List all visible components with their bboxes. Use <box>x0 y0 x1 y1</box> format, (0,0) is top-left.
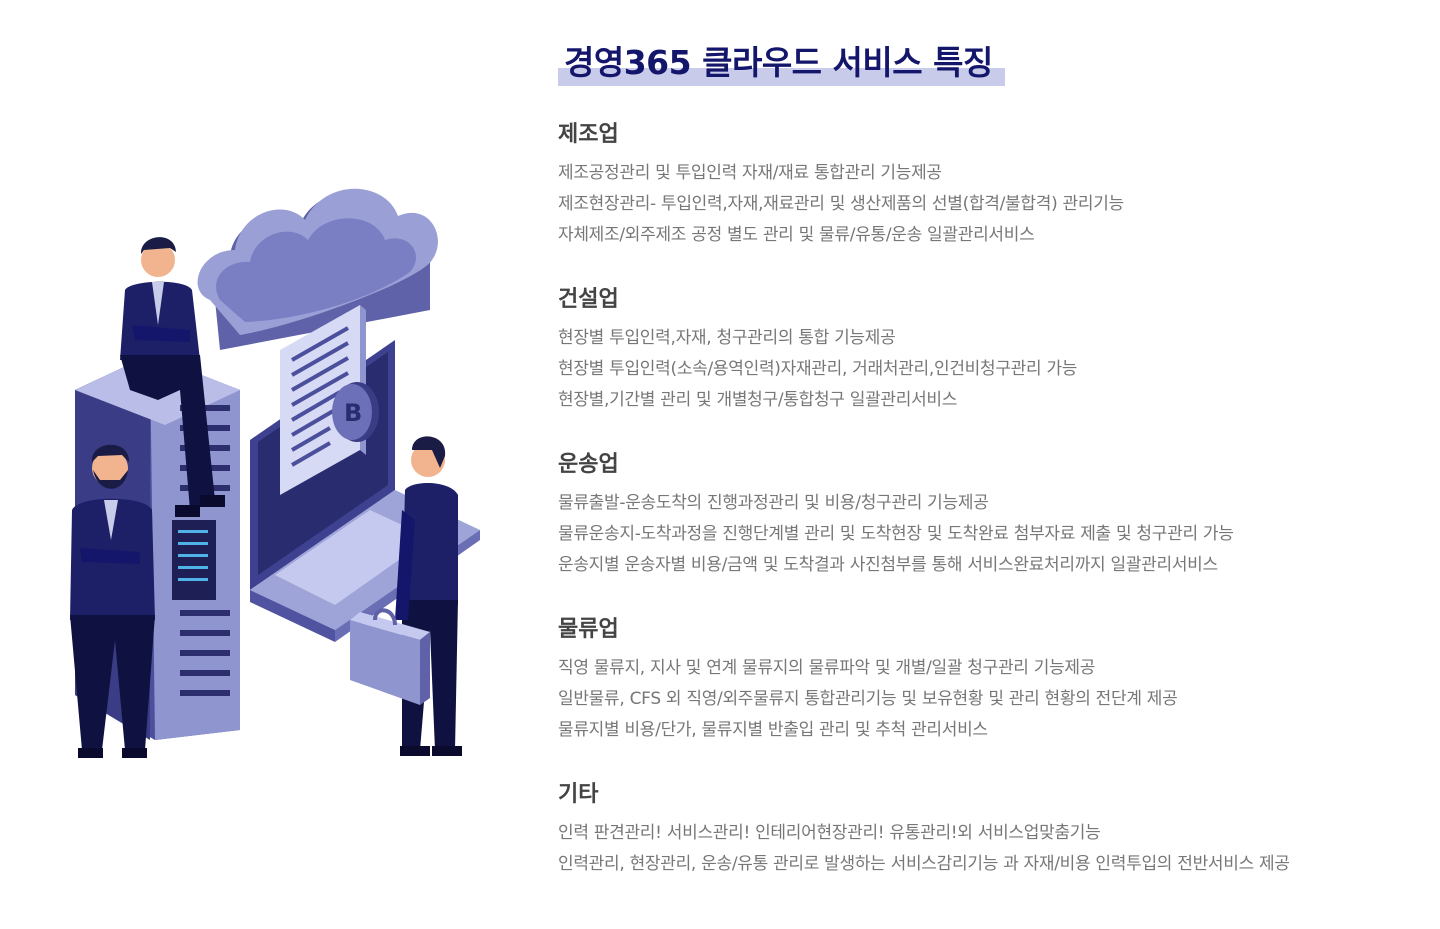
list-item: 제조현장관리- 투입인력,자재,재료관리 및 생산제품의 선별(합격/불합격) … <box>558 194 1124 214</box>
businessman-sitting <box>120 237 225 517</box>
list-item: 현장별 투입인력(소속/용역인력)자재관리, 거래처관리,인건비청구관리 가능 <box>558 359 1078 379</box>
list-item: 현장별 투입인력,자재, 청구관리의 통합 기능제공 <box>558 328 896 348</box>
section-title: 건설업 <box>558 287 619 312</box>
illustration: B <box>40 150 520 790</box>
list-item: 인력관리, 현장관리, 운송/유통 관리로 발생하는 서비스감리기능 과 자재/… <box>558 854 1290 874</box>
businessman-briefcase <box>395 436 462 756</box>
list-item: 물류출발-운송도착의 진행과정관리 및 비용/청구관리 기능제공 <box>558 493 989 513</box>
section-item-list: 인력 판견관리! 서비스관리! 인테리어현장관리! 유통관리!외 서비스업맞춤기… <box>558 818 1428 880</box>
page-title-wrapper: 경영365 클라우드 서비스 특징 <box>558 30 1005 88</box>
cloud-icon <box>197 188 438 350</box>
list-item: 일반물류, CFS 외 직영/외주물류지 통합관리기능 및 보유현황 및 관리 … <box>558 689 1178 709</box>
section-title: 제조업 <box>558 122 619 147</box>
page-title: 경영365 클라우드 서비스 특징 <box>564 43 993 82</box>
list-item: 운송지별 운송자별 비용/금액 및 도착결과 사진첨부를 통해 서비스완료처리까… <box>558 555 1218 575</box>
coin-icon: B <box>332 382 379 442</box>
list-item: 자체제조/외주제조 공정 별도 관리 및 물류/유통/운송 일괄관리서비스 <box>558 225 1035 245</box>
businessman-bearded <box>70 444 155 758</box>
svg-text:B: B <box>344 399 362 427</box>
list-item: 물류운송지-도착과정을 진행단계별 관리 및 도착현장 및 도착완료 첨부자료 … <box>558 524 1234 544</box>
list-item: 현장별,기간별 관리 및 개별청구/통합청구 일괄관리서비스 <box>558 390 958 410</box>
list-item: 물류지별 비용/단가, 물류지별 반출입 관리 및 추척 관리서비스 <box>558 720 988 740</box>
section-item-list: 직영 물류지, 지사 및 연계 물류지의 물류파악 및 개별/일괄 청구관리 기… <box>558 653 1428 746</box>
cloud-business-illustration: B <box>70 188 480 758</box>
section-title: 기타 <box>558 782 599 807</box>
section-title: 물류업 <box>558 617 619 642</box>
section-title: 운송업 <box>558 452 619 477</box>
briefcase <box>350 608 430 705</box>
list-item: 직영 물류지, 지사 및 연계 물류지의 물류파악 및 개별/일괄 청구관리 기… <box>558 658 1096 678</box>
list-item: 인력 판견관리! 서비스관리! 인테리어현장관리! 유통관리!외 서비스업맞춤기… <box>558 823 1101 843</box>
title-highlight-bar <box>558 68 1005 86</box>
list-item: 제조공정관리 및 투입인력 자재/재료 통합관리 기능제공 <box>558 163 942 183</box>
